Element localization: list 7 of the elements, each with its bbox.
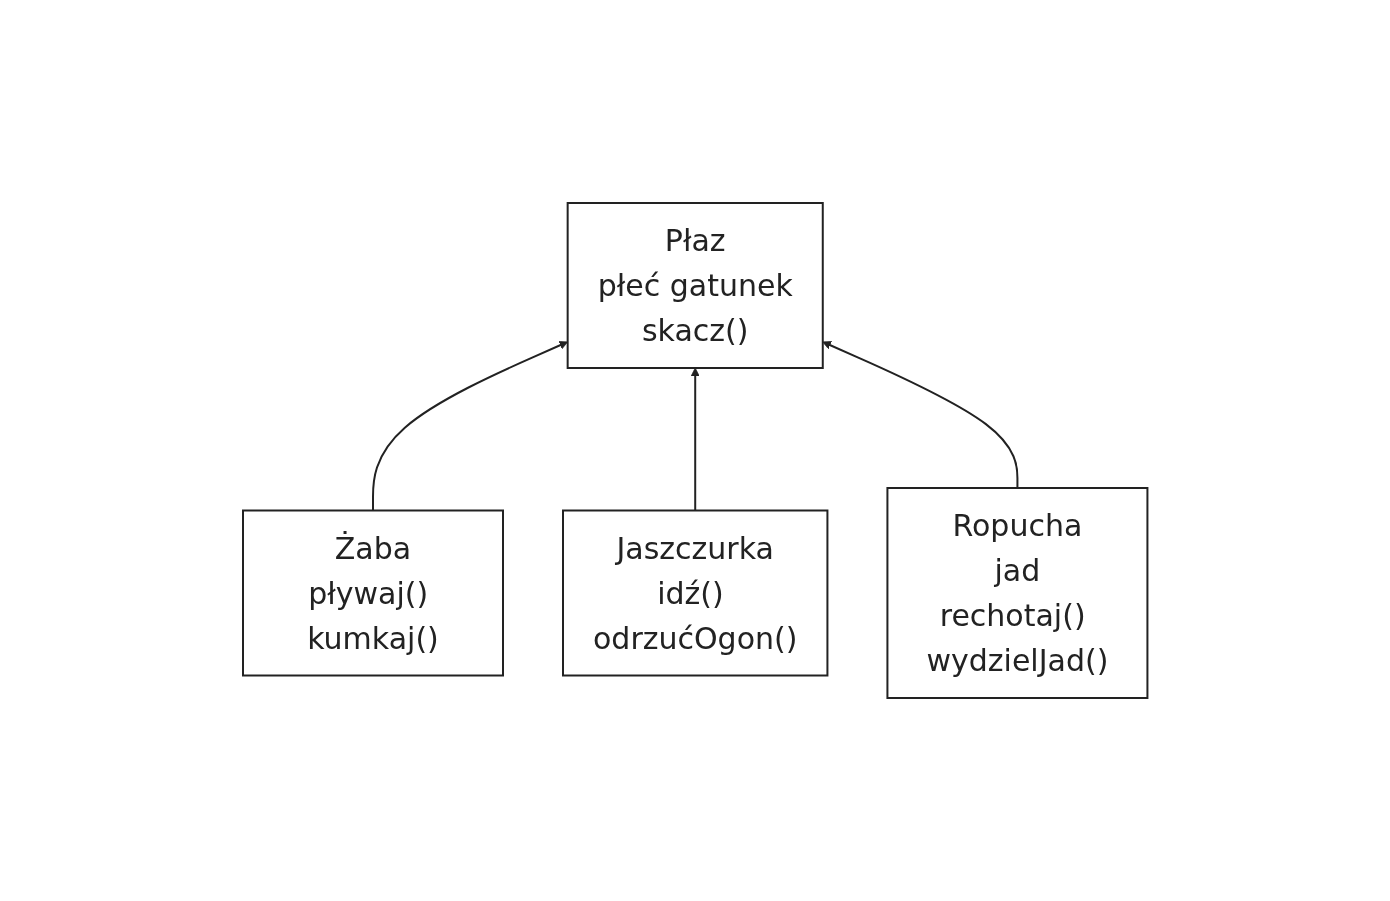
node-box: Ropucha jad rechotaj() wydzielJad() (886, 487, 1149, 699)
arrow (690, 367, 700, 512)
node-box: Żaba pływaj() kumkaj() (241, 509, 504, 677)
node-box: Jaszczurka idź() odrzućOgon() (561, 509, 829, 677)
arrow (371, 341, 568, 512)
node-box: Płaz płeć gatunek skacz() (566, 202, 824, 369)
arrow (822, 341, 1019, 489)
